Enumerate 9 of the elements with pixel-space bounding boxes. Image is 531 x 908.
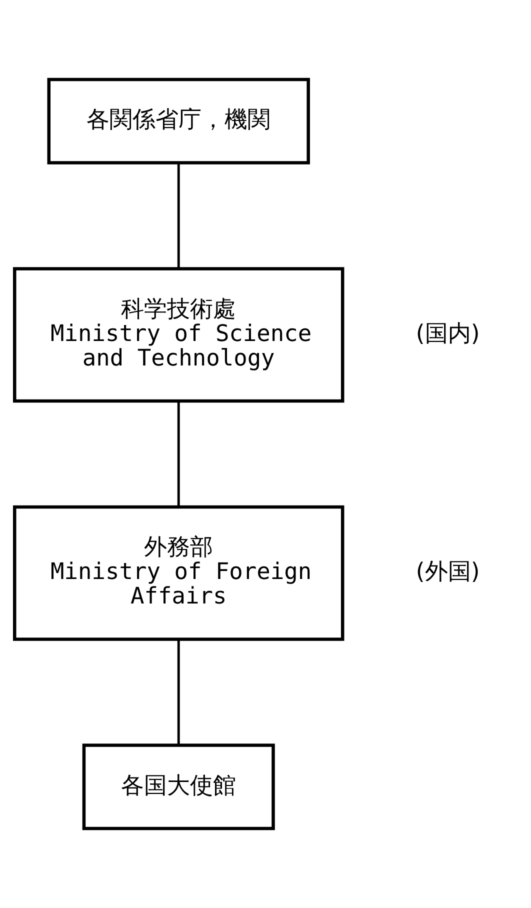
- node-box: 科学技術處 Ministry of Science and Technology: [13, 267, 344, 403]
- node-label: (外国): [416, 559, 480, 586]
- node-box: 外務部 Ministry of Foreign Affairs: [13, 505, 344, 641]
- node-label: (国内): [416, 320, 480, 347]
- connector: [177, 640, 180, 745]
- connector: [177, 401, 180, 507]
- connector: [177, 162, 180, 268]
- node-box: 各関係省庁，機関: [47, 78, 310, 164]
- node-box: 各国大使館: [82, 744, 275, 830]
